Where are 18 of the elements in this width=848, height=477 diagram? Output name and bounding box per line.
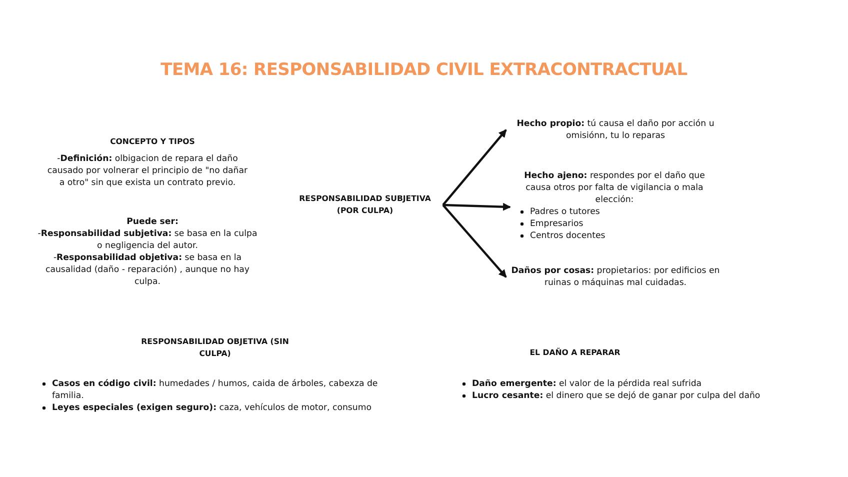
note-text: Hecho ajeno: respondes por el daño que causa otros por falta de vigilancia o mala elección:: [523, 170, 706, 206]
paragraph: Puede ser:: [126, 216, 180, 228]
list-item: Leyes especiales (exigen seguro): caza, vehículos de motor, consumo: [52, 403, 372, 413]
list-item: Daño emergente: el valor de la pérdida real sufrida: [472, 379, 702, 389]
list-item: Casos en código civil: humedades / humos, caida de árboles, cabexza de familia.: [52, 379, 378, 401]
arrow: [442, 202, 511, 211]
note-text: Daños por cosas: propietarios: por edificios en ruinas o máquinas mal cuidadas.: [510, 265, 721, 289]
note-text: Hecho propio: tú causa el daño por acción u omisiónn, tu lo reparas: [516, 118, 716, 142]
list-item: Padres o tutores: [530, 207, 600, 217]
paragraph: -Definición: olbigacion de repara el daño causado por volnerar el principio de "no dañar a otro" sin que exista un contrato previo.: [46, 153, 249, 189]
arrow: [442, 204, 507, 278]
paragraph: -Responsabilidad objetiva: se basa en la causalidad (daño - reparación) , aunque no hay culpa.: [44, 252, 251, 288]
list-item: Lucro cesante: el dinero que se dejó de ganar por culpa del daño: [472, 391, 760, 401]
arrow: [442, 129, 507, 206]
title: TEMA 16: RESPONSABILIDAD CIVIL EXTRACONTRACTUAL: [160, 60, 688, 80]
list-item: Centros docentes: [530, 231, 606, 241]
paragraph: -Responsabilidad subjetiva: se basa en la culpa o negligencia del autor.: [36, 228, 258, 252]
list-item: Empresarios: [530, 219, 584, 229]
